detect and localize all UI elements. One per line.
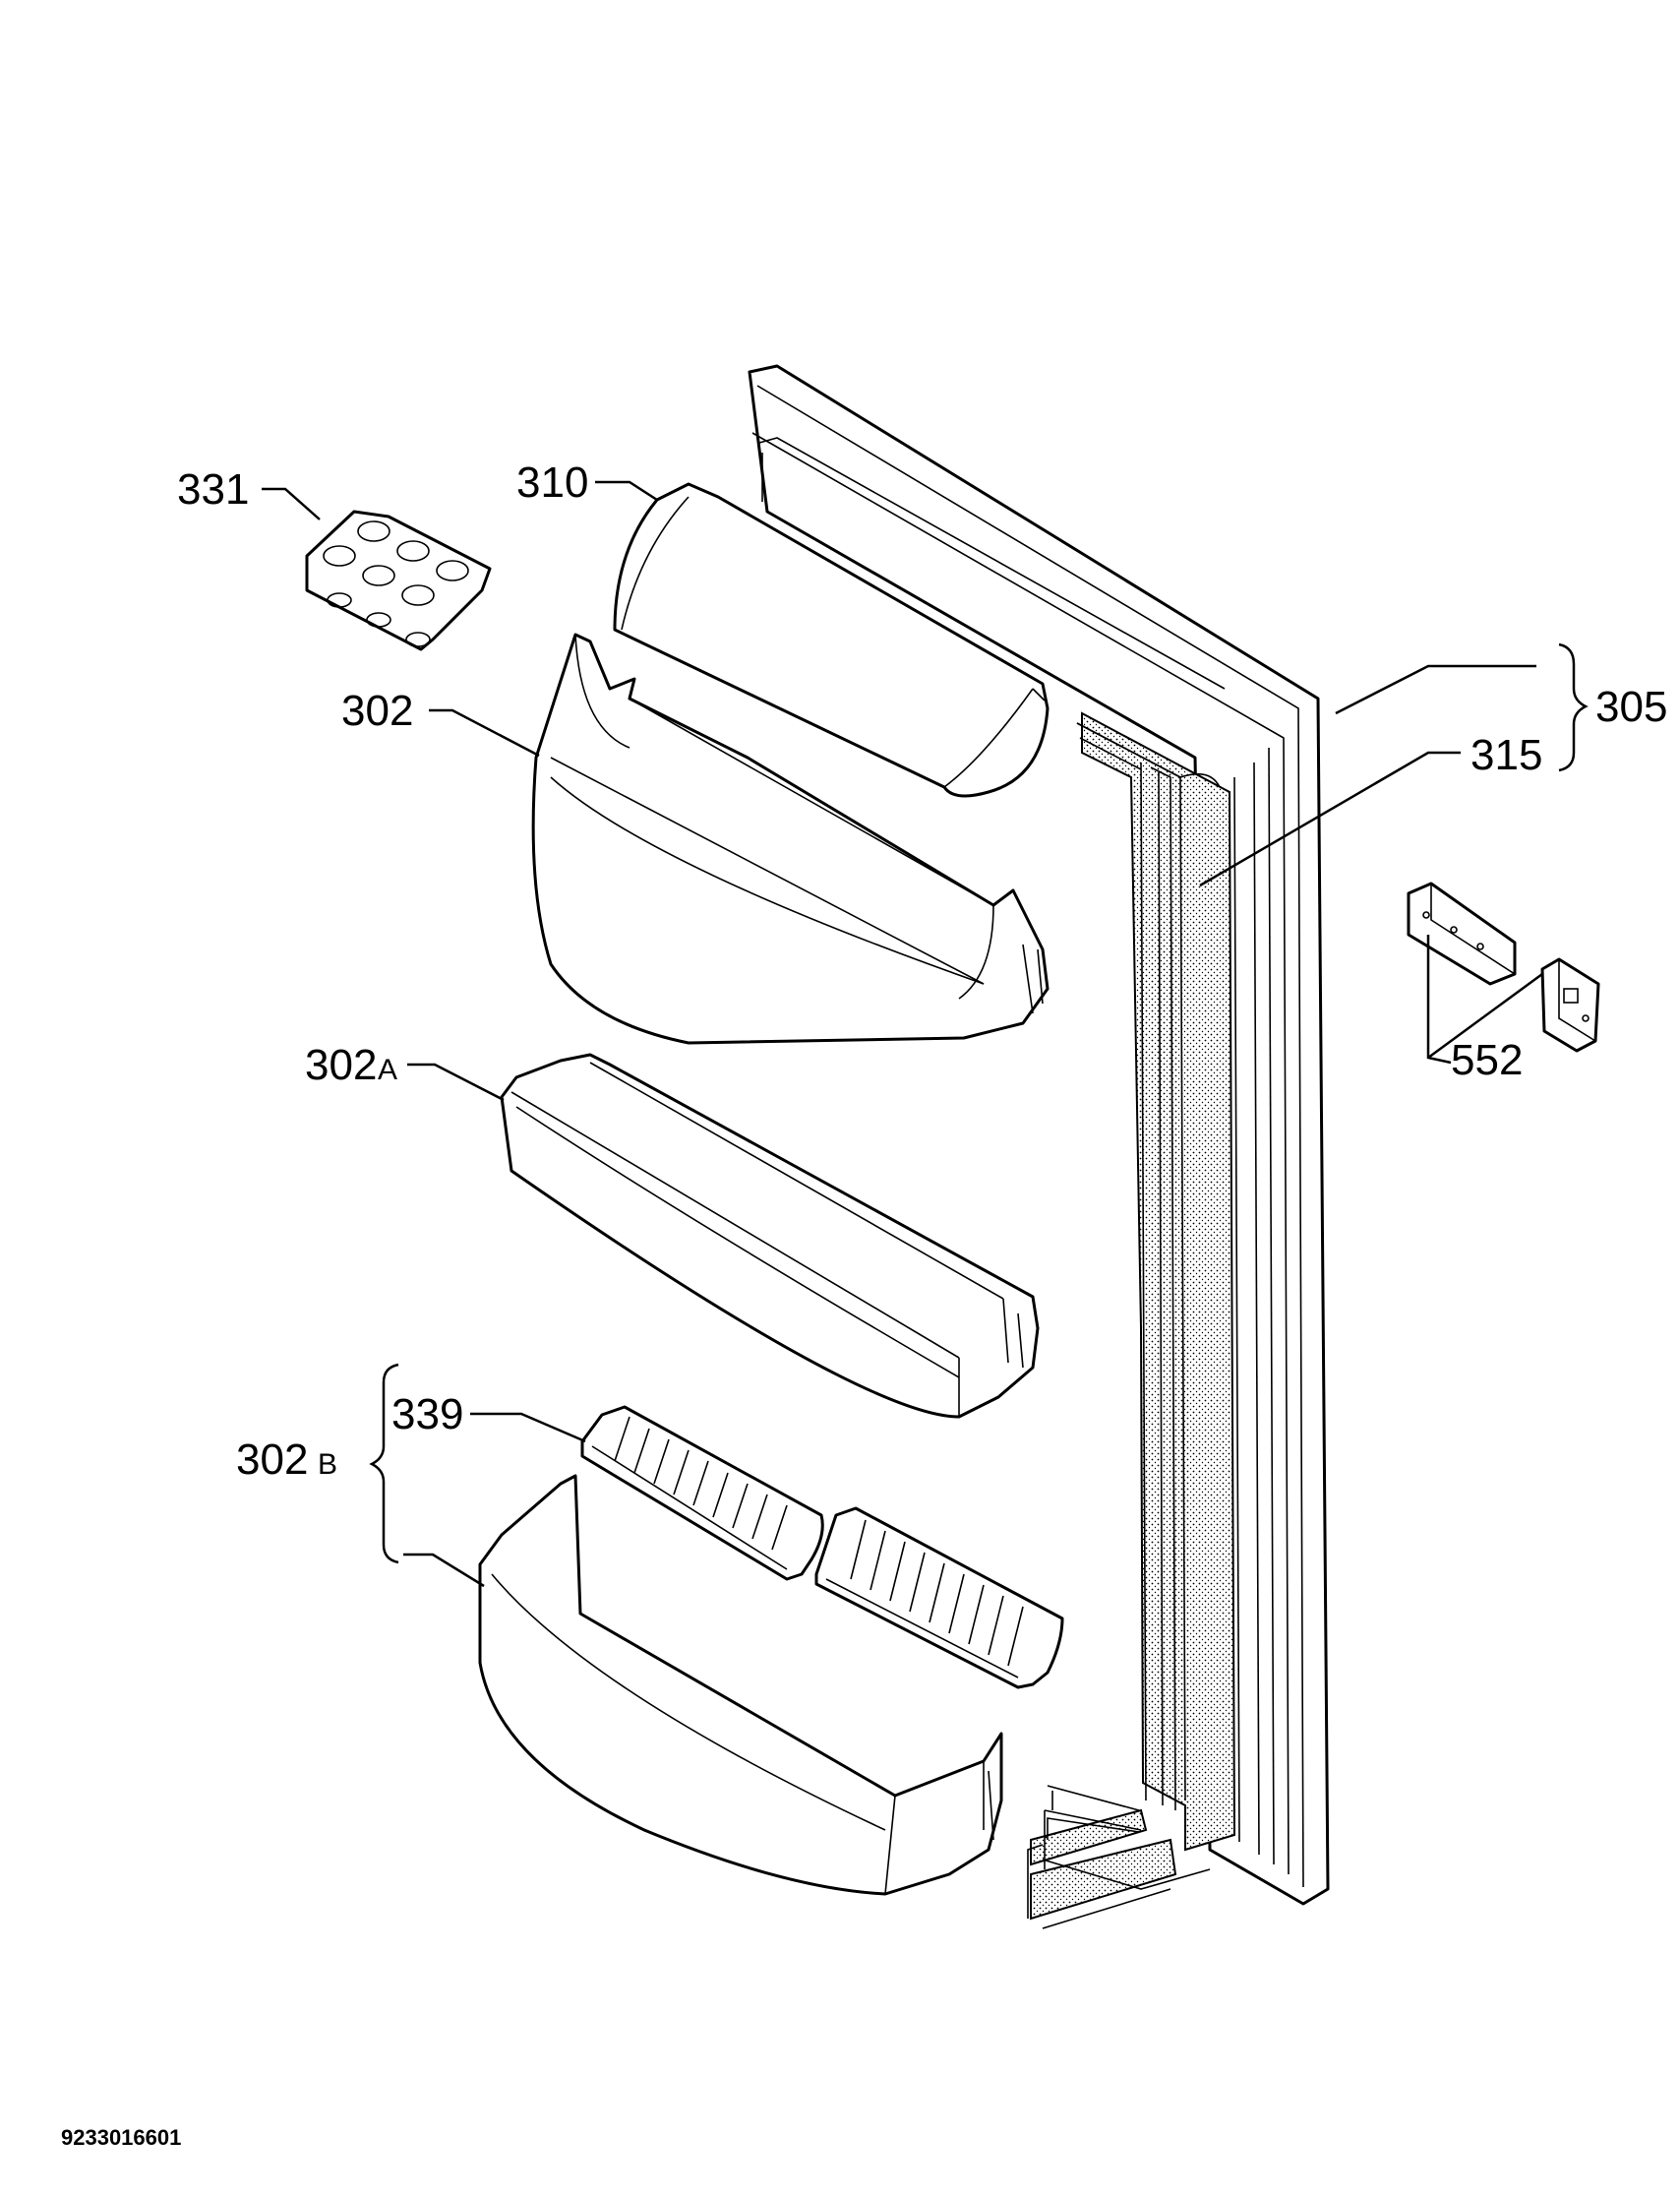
door-assembly (748, 364, 1330, 1929)
label-310: 310 (516, 458, 588, 507)
hinge-plate (1407, 882, 1517, 986)
label-305: 305 (1595, 683, 1667, 731)
brace-305 (1558, 642, 1589, 772)
bottle-retainer-lower (814, 1506, 1064, 1689)
label-339: 339 (391, 1390, 463, 1438)
leader-lines (262, 480, 1543, 1588)
egg-tray (305, 510, 492, 651)
label-331: 331 (177, 465, 249, 514)
label-302a-suffix: A (378, 1054, 397, 1086)
label-302a: 302 A (305, 1041, 397, 1089)
label-302b-number: 302 (236, 1435, 308, 1484)
door-shelf-302 (531, 633, 1050, 1045)
label-302b-suffix: B (318, 1448, 337, 1481)
label-302b: 302 B (236, 1435, 337, 1484)
bottle-retainer-upper (580, 1405, 824, 1581)
label-302: 302 (341, 687, 413, 735)
label-315: 315 (1470, 731, 1542, 779)
hinge-bracket (1540, 957, 1600, 1053)
label-302a-number: 302 (305, 1041, 377, 1089)
brace-302b (369, 1363, 399, 1564)
door-shelf-302a (500, 1053, 1040, 1419)
document-id: 9233016601 (61, 2125, 181, 2150)
dairy-compartment-lid (613, 482, 1050, 798)
door-shelf-302b (478, 1474, 1003, 1896)
label-552: 552 (1451, 1036, 1523, 1084)
